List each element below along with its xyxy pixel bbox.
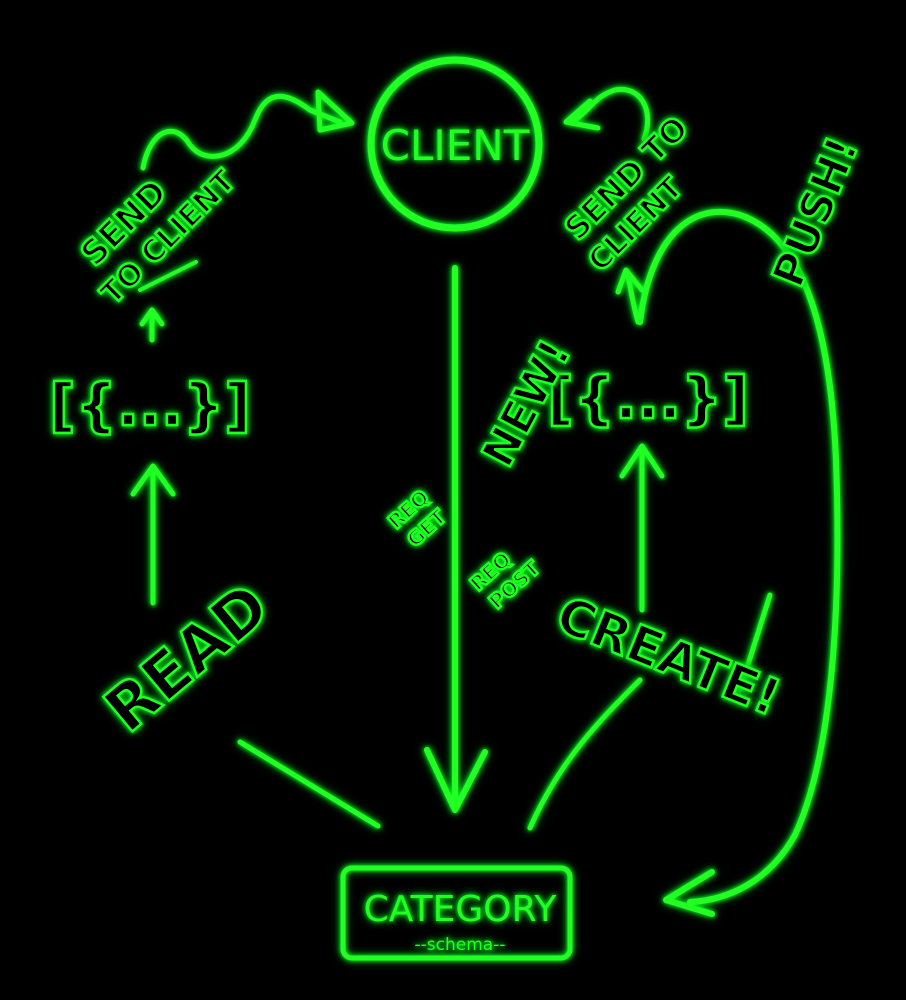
json-left-group: [{...}] xyxy=(48,370,252,440)
push-label: PUSH! xyxy=(763,130,869,294)
req-get-group: REQ GET xyxy=(382,484,452,553)
client-label: CLIENT xyxy=(381,121,530,170)
arrow-create-up-head xyxy=(619,443,665,479)
category-sublabel: --schema-- xyxy=(415,935,506,955)
json-right-label: [{...}] xyxy=(547,364,749,432)
arrow-right-to-client xyxy=(572,86,651,142)
connectors xyxy=(130,86,841,917)
send-to-client-right: SEND TO CLIENT xyxy=(556,108,697,280)
arrow-category-to-create xyxy=(527,677,643,831)
arrow-left-to-client xyxy=(140,93,343,171)
category-node[interactable]: CATEGORY --schema-- xyxy=(340,865,573,961)
arrow-right-to-client-head xyxy=(563,98,601,131)
arrow-left-to-client-head xyxy=(315,89,355,133)
read-label-group: READ xyxy=(90,568,285,748)
push-label-group: PUSH! xyxy=(762,129,870,296)
category-label: CATEGORY xyxy=(364,889,558,930)
arrow-json-right-up xyxy=(625,272,641,325)
arrow-client-to-category-head xyxy=(424,747,488,813)
arrow-read-up-head xyxy=(130,463,176,497)
create-bang-stroke xyxy=(737,592,773,693)
req-post-group: REQ POST xyxy=(464,546,546,615)
arrow-push-loop xyxy=(637,208,841,905)
arrow-category-to-read xyxy=(237,739,381,829)
json-right-group: [{...}] xyxy=(546,363,750,433)
read-label: READ xyxy=(91,569,283,747)
arrow-json-left-up-head xyxy=(139,307,165,327)
client-circle xyxy=(367,56,543,232)
send-to-client-left: SEND TO CLIENT xyxy=(72,162,244,313)
arrow-push-loop-head xyxy=(663,869,715,917)
arrow-json-right-up-head xyxy=(615,267,645,295)
category-box xyxy=(340,865,573,961)
json-left-label: [{...}] xyxy=(49,371,251,439)
send-left-underline xyxy=(138,260,198,292)
client-node[interactable]: CLIENT xyxy=(367,56,543,232)
